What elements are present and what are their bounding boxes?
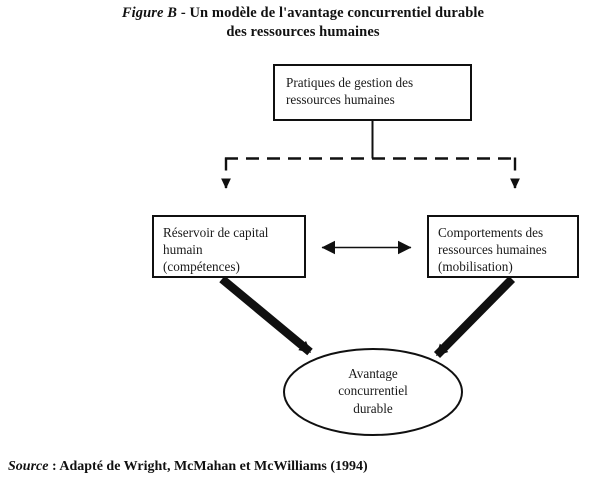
figure-source: Source : Adapté de Wright, McMahan et Mc… [8,459,368,475]
node-reservoir-de-capital-humain: Réservoir de capital humain (compétences… [152,215,306,278]
node-pratiques-de-gestion-des-ressources-humaines: Pratiques de gestion des ressources huma… [273,64,472,121]
figure-title-text-1: - Un modèle de l'avantage concurrentiel … [177,5,485,21]
connector-behaviours-to-advantage [433,276,516,358]
figure-title: Figure B - Un modèle de l'avantage concu… [0,4,606,42]
node-label-practices: Pratiques de gestion des ressources huma… [286,75,414,108]
node-label-human-capital: Réservoir de capital humain (compétences… [163,225,269,275]
source-label: Source [8,459,49,474]
node-label-behaviours: Comportements des ressources humaines (m… [438,225,547,275]
figure-title-line-1: Figure B - Un modèle de l'avantage concu… [0,4,606,23]
source-text: : Adapté de Wright, McMahan et McWilliam… [48,459,368,474]
ellipse-avantage-concurrentiel-durable [283,348,463,436]
figure-number-label: Figure B [121,5,178,21]
connector-human-capital-to-advantage [219,275,313,356]
node-comportements-des-ressources-humaines: Comportements des ressources humaines (m… [427,215,579,278]
figure-title-line-2: des ressources humaines [226,24,380,41]
